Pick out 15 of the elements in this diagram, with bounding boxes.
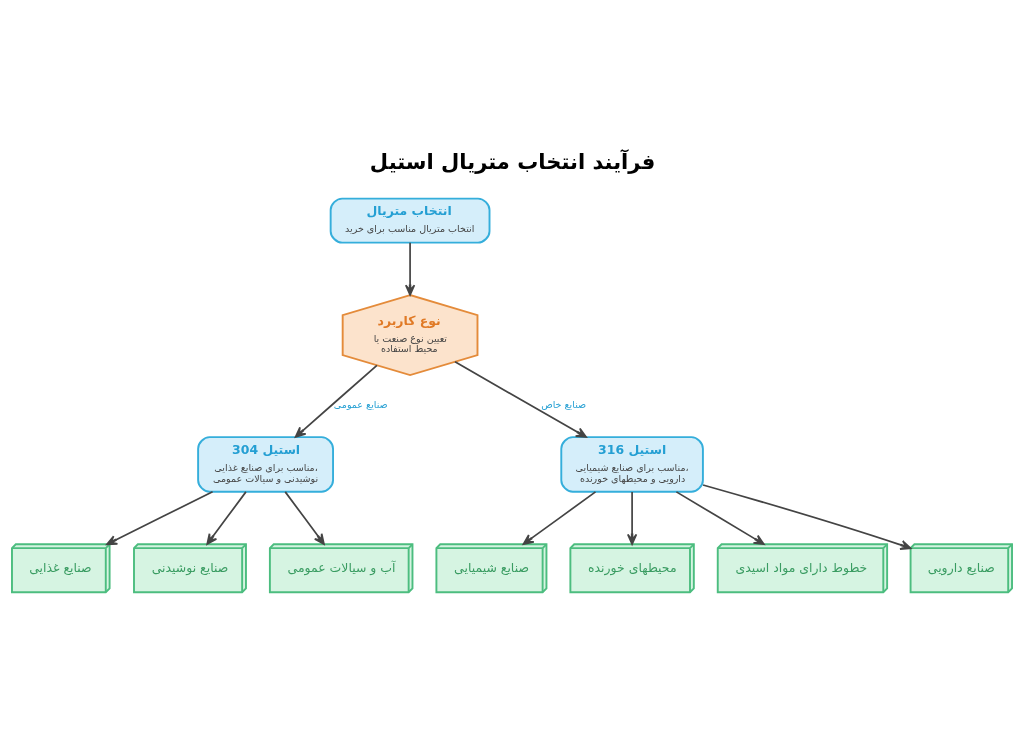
arrow [626,490,638,545]
arrow [404,241,416,296]
diagram-title: فرآیند انتخاب متریال استیل [369,148,656,174]
node-box: استیل 304 مناسب برای صنایع غذایی، نوشیدنی و سیالات عمومی [197,435,334,493]
arrow [106,490,214,545]
arrow [522,490,597,545]
node-box: انتخاب متریال انتخاب متریال مناسب برای خرید [329,197,491,244]
arrow [284,490,325,545]
node-box: استیل 316 مناسب برای صنایع شیمیایی، دارویی و محیطهای خورنده [560,435,704,493]
arrow [206,490,247,545]
edge-label: صنایع خاص [541,398,587,410]
edge-label: صنایع عمومی [333,398,388,410]
arrow [454,360,587,438]
arrow [675,490,765,545]
arrow [294,363,378,438]
